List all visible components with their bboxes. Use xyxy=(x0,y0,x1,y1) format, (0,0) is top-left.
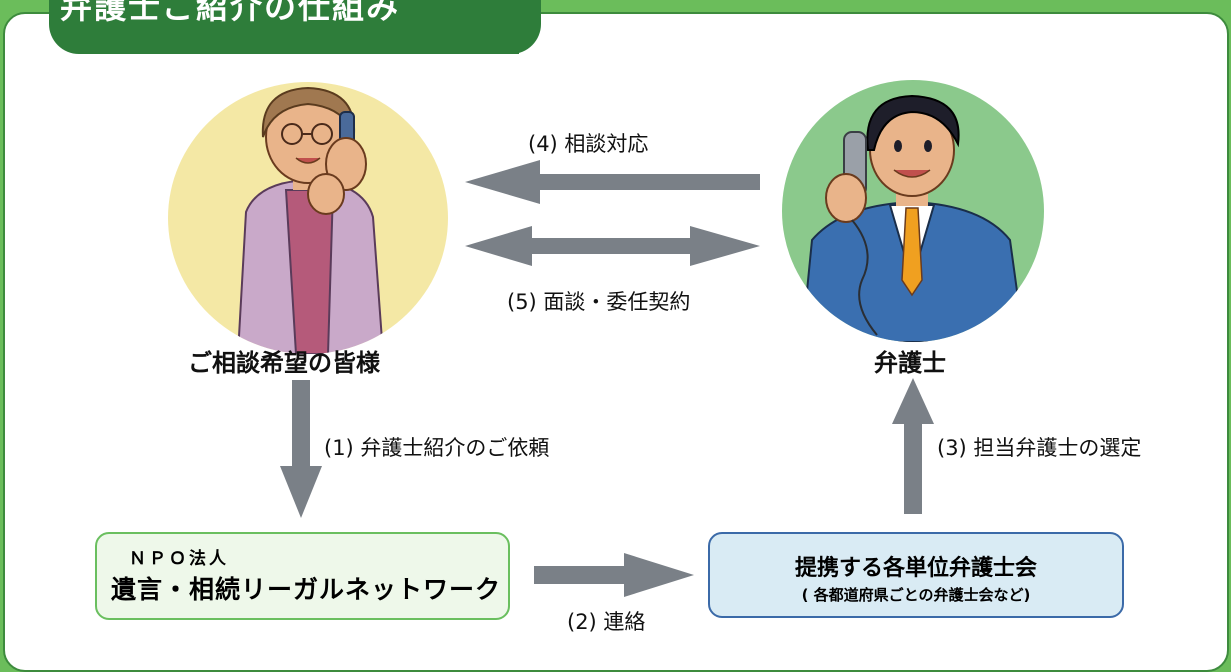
client-label: ご相談希望の皆様 xyxy=(188,349,380,377)
lawyer-phone-illustration xyxy=(800,94,1026,342)
npo-type-label: ＮＰＯ法人 xyxy=(129,549,229,569)
lawyer-label: 弁護士 xyxy=(874,349,946,377)
edge-label-step1: (1) 弁護士紹介のご依頼 xyxy=(324,436,550,460)
elderly-woman-phone-illustration xyxy=(236,86,385,354)
arrow-step4 xyxy=(465,160,760,204)
bar-association-box: 提携する各単位弁護士会 ( 各都道府県ごとの弁護士会など) xyxy=(708,532,1124,618)
edge-label-step4: (4) 相談対応 xyxy=(528,132,649,156)
client-circle xyxy=(168,82,448,354)
bar-association-title: 提携する各単位弁護士会 xyxy=(794,556,1037,581)
npo-box: ＮＰＯ法人 遺言・相続リーガルネットワーク xyxy=(95,532,510,620)
arrows-layer xyxy=(280,160,934,597)
arrow-step5 xyxy=(465,226,760,266)
arrow-step3 xyxy=(892,378,934,514)
arrow-step1 xyxy=(280,380,322,518)
arrow-step2 xyxy=(534,553,694,597)
page-title: 弁護士ご紹介の仕組み xyxy=(60,0,401,26)
edge-label-step3: (3) 担当弁護士の選定 xyxy=(937,436,1142,460)
bar-association-subtitle: ( 各都道府県ごとの弁護士会など) xyxy=(801,586,1031,604)
edge-label-step5: (5) 面談・委任契約 xyxy=(507,290,691,314)
edge-label-step2: (2) 連絡 xyxy=(567,610,646,634)
lawyer-circle xyxy=(782,80,1044,342)
npo-name-label: 遺言・相続リーガルネットワーク xyxy=(111,575,502,604)
